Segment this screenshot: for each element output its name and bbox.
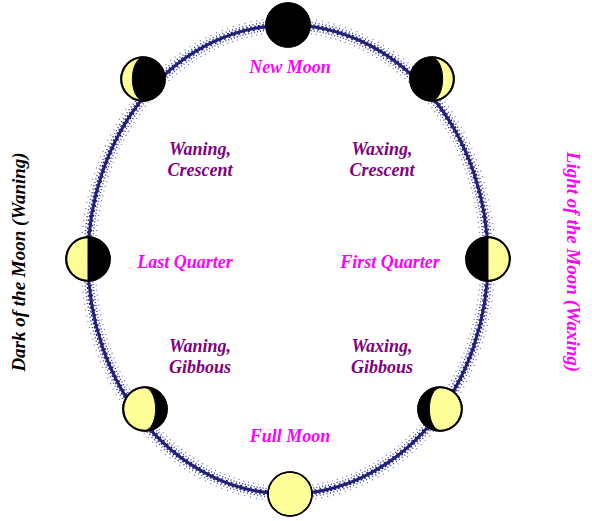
orbit-ring: [95, 32, 481, 487]
orbit-ring: [86, 23, 490, 496]
moon-icon: [410, 57, 454, 101]
phase-name: New Moon: [249, 57, 331, 78]
moon-lit-part: [122, 58, 143, 101]
side-caption: Light of the Moon (Waxing): [562, 152, 584, 372]
moon-icon: [266, 3, 310, 47]
moon-outline: [266, 3, 310, 47]
orbit-ring: [81, 18, 495, 501]
moon-icon: [268, 472, 312, 516]
moon-disc: [418, 387, 462, 431]
side-caption: Dark of the Moon (Waning): [8, 152, 30, 371]
moon-outline: [410, 57, 454, 101]
moon-outline: [466, 237, 510, 281]
orbit-ring: [90, 27, 486, 492]
moon-disc: [410, 57, 454, 101]
moon-icon: [123, 387, 167, 431]
phase-name: Last Quarter: [137, 252, 233, 273]
moon-icon: [121, 57, 165, 101]
phase-description: Waning, Gibbous: [169, 336, 231, 377]
moon-lit-part: [67, 238, 88, 281]
moon-outline: [121, 57, 165, 101]
phase-description: Waxing, Gibbous: [351, 336, 413, 377]
moon-disc: [268, 472, 312, 516]
orbit-ring: [92, 29, 484, 490]
phase-name: First Quarter: [340, 252, 440, 273]
orbit-ring: [84, 21, 492, 498]
phase-description: Waning, Crescent: [168, 139, 233, 180]
moon-icon: [66, 237, 110, 281]
phase-name: Full Moon: [250, 426, 331, 447]
moon-icon: [418, 387, 462, 431]
orbit-ring: [88, 25, 488, 494]
moon-outline: [418, 387, 462, 431]
moon-disc: [123, 387, 167, 431]
moon-disc: [121, 57, 165, 101]
moon-lit-part: [488, 238, 509, 281]
moon-disc: [466, 237, 510, 281]
phase-description: Waxing, Crescent: [350, 139, 415, 180]
moon-outline: [66, 237, 110, 281]
moon-outline: [268, 472, 312, 516]
moon-disc: [66, 237, 110, 281]
moon-icon: [466, 237, 510, 281]
moon-outline: [123, 387, 167, 431]
moon-lit-part: [432, 58, 453, 101]
moon-disc: [266, 3, 310, 47]
